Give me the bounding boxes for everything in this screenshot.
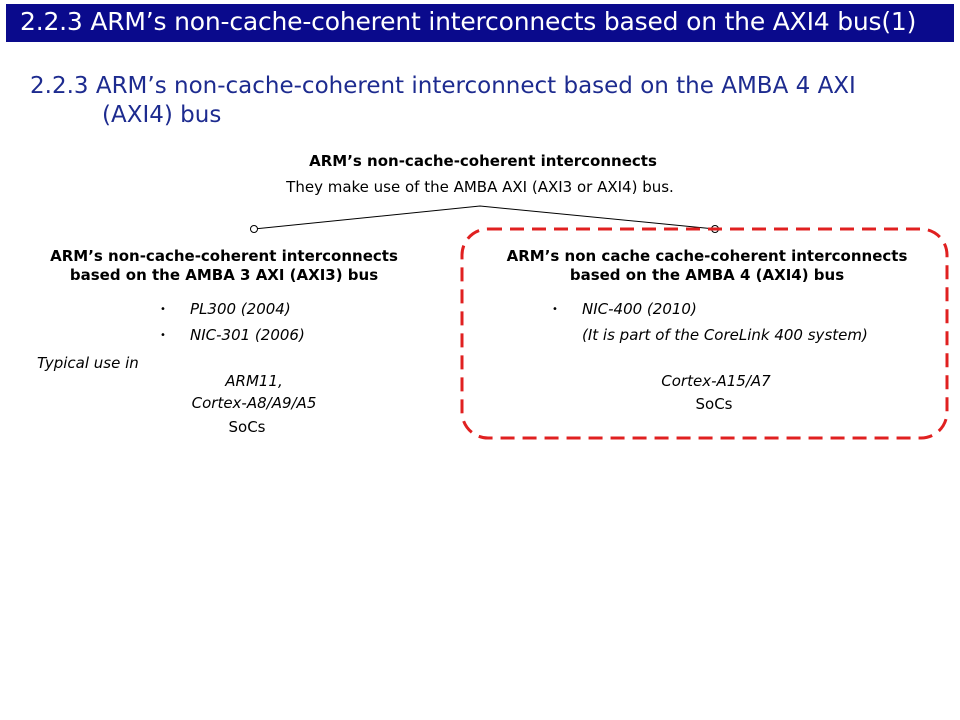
right-title-line-1: ARM’s non cache cache-coherent interconn…	[506, 247, 908, 265]
left-item-1: PL300 (2004)	[190, 300, 291, 318]
right-item-1: NIC-400 (2010)	[582, 300, 697, 318]
right-title-line-2: based on the AMBA 4 (AXI4) bus	[569, 266, 845, 284]
section-heading: 2.2.3 ARM’s non-cache-coherent interconn…	[30, 72, 930, 130]
root-subtitle: They make use of the AMBA AXI (AXI3 or A…	[286, 178, 674, 196]
left-title-line-2: based on the AMBA 3 AXI (AXI3) bus	[69, 266, 379, 284]
slide-title: 2.2.3 ARM’s non-cache-coherent interconn…	[20, 7, 917, 36]
left-usage-label: Typical use in	[37, 354, 139, 372]
left-item-2: NIC-301 (2006)	[190, 326, 305, 344]
heading-line-1: 2.2.3 ARM’s non-cache-coherent interconn…	[30, 73, 856, 99]
right-item-note: (It is part of the CoreLink 400 system)	[582, 326, 868, 344]
highlight-frame	[460, 227, 949, 440]
bullet-icon: •	[160, 304, 166, 315]
root-title: ARM’s non-cache-coherent interconnects	[309, 152, 657, 170]
title-bar: 2.2.3 ARM’s non-cache-coherent interconn…	[6, 4, 954, 42]
left-usage-line-2: Cortex-A8/A9/A5	[191, 394, 317, 412]
left-usage-line-3: SoCs	[228, 418, 266, 436]
left-usage-line-1: ARM11,	[225, 372, 283, 390]
right-usage-line-1: Cortex-A15/A7	[661, 372, 771, 390]
bullet-icon: •	[160, 330, 166, 341]
tree-branch-lines	[253, 205, 716, 230]
bullet-icon: •	[552, 304, 558, 315]
heading-line-2: (AXI4) bus	[102, 102, 222, 128]
left-title-line-1: ARM’s non-cache-coherent interconnects	[50, 247, 398, 265]
left-node	[250, 225, 258, 233]
right-usage-line-2: SoCs	[695, 395, 733, 413]
